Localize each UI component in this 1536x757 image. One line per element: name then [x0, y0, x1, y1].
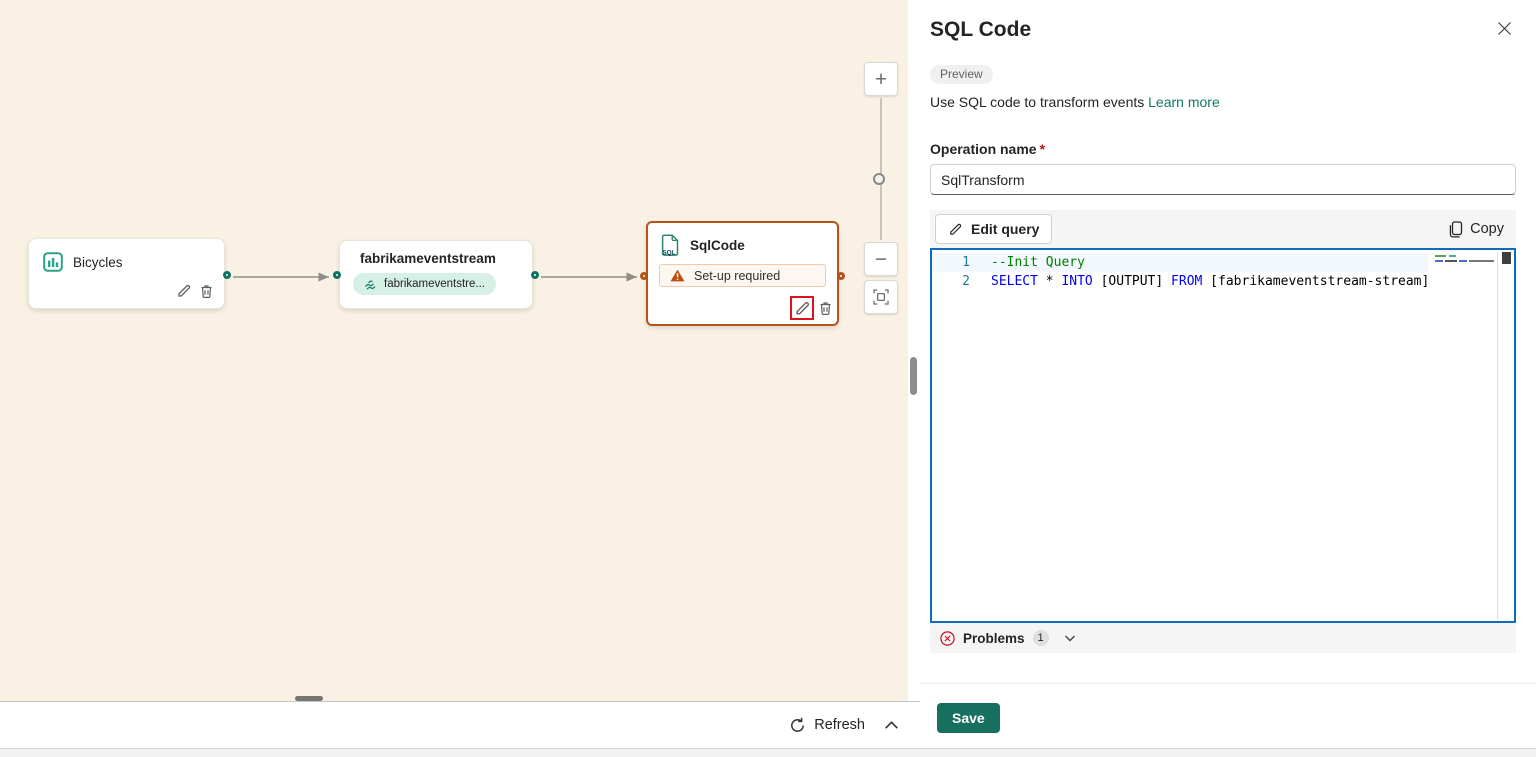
refresh-button[interactable]: Refresh	[789, 717, 865, 734]
zoom-slider-track	[880, 98, 882, 240]
node-eventstream[interactable]: fabrikameventstream fabrikameventstre...	[333, 240, 539, 309]
required-asterisk: *	[1039, 141, 1046, 157]
operation-name-label: Operation name*	[930, 141, 1046, 157]
output-port[interactable]	[837, 272, 845, 280]
code-line-2[interactable]: 2 SELECT * INTO [OUTPUT] FROM [fabrikame…	[932, 272, 1429, 291]
operation-name-input[interactable]	[930, 164, 1516, 195]
node-sqlcode[interactable]: SQL SqlCode Set-up required	[640, 221, 845, 326]
svg-text:SQL: SQL	[663, 250, 676, 257]
sql-code-panel: SQL Code Preview Use SQL code to transfo…	[920, 0, 1536, 748]
minimap-mark	[1449, 255, 1456, 257]
panel-title: SQL Code	[930, 18, 1032, 41]
bar-chart-icon	[43, 252, 63, 272]
minimap-mark	[1445, 260, 1457, 262]
sql-code-editor[interactable]: 1 --Init Query 2 SELECT * INTO [OUTPUT] …	[930, 248, 1516, 623]
error-icon	[940, 630, 955, 646]
chevron-up-icon[interactable]	[883, 717, 900, 734]
delete-node-icon[interactable]	[199, 283, 214, 299]
footer-divider	[920, 683, 1536, 684]
input-port[interactable]	[333, 271, 341, 279]
canvas-vertical-scrollbar[interactable]	[908, 0, 920, 701]
problems-label: Problems	[963, 630, 1025, 646]
setup-required-warning: Set-up required	[659, 264, 826, 287]
eventstream-canvas[interactable]: Bicycles fabrikameventstream fabrikameve…	[0, 0, 908, 701]
problems-bar[interactable]: Problems 1	[930, 623, 1516, 653]
zoom-in-button[interactable]: +	[864, 62, 898, 96]
minimap-mark	[1469, 260, 1494, 262]
warning-label: Set-up required	[694, 268, 781, 283]
warning-icon	[670, 269, 685, 282]
taskbar-strip	[0, 748, 1536, 757]
copy-button[interactable]: Copy	[1448, 220, 1504, 238]
stream-icon	[364, 277, 378, 291]
input-port[interactable]	[640, 272, 648, 280]
canvas-bottom-bar: Refresh	[0, 701, 920, 748]
chevron-down-icon[interactable]	[1063, 631, 1077, 645]
save-button[interactable]: Save	[937, 703, 1000, 733]
minimap-mark	[1435, 260, 1443, 262]
query-toolbar: Edit query Copy	[930, 210, 1516, 248]
output-port[interactable]	[223, 271, 231, 279]
line-number: 1	[962, 255, 970, 270]
zoom-slider-handle[interactable]	[873, 173, 885, 185]
node-title: SqlCode	[690, 238, 745, 253]
vertical-scrollbar-thumb[interactable]	[910, 357, 917, 395]
pencil-icon	[948, 222, 963, 237]
zoom-out-button[interactable]: −	[864, 242, 898, 276]
code-line-1[interactable]: 1 --Init Query	[932, 253, 1428, 272]
sql-document-icon: SQL	[660, 234, 680, 257]
refresh-icon	[789, 717, 806, 734]
fit-to-screen-button[interactable]	[864, 280, 898, 314]
copy-icon	[1448, 220, 1464, 238]
node-title: fabrikameventstream	[360, 251, 496, 266]
node-bicycles[interactable]: Bicycles	[28, 238, 231, 309]
edit-highlight-box	[790, 296, 814, 320]
preview-badge: Preview	[930, 65, 993, 84]
learn-more-link[interactable]: Learn more	[1148, 94, 1220, 110]
minimap-mark	[1459, 260, 1467, 262]
connection-edges	[233, 272, 637, 282]
editor-minimap[interactable]	[1432, 252, 1498, 619]
edit-query-button[interactable]: Edit query	[935, 214, 1053, 244]
horizontal-scrollbar-thumb[interactable]	[295, 696, 323, 701]
eventstream-pill[interactable]: fabrikameventstre...	[353, 273, 496, 295]
close-icon[interactable]	[1495, 19, 1513, 37]
node-title: Bicycles	[73, 254, 123, 270]
panel-description: Use SQL code to transform events Learn m…	[930, 94, 1220, 110]
edit-node-icon[interactable]	[176, 283, 192, 299]
minimap-mark	[1435, 255, 1446, 257]
line-number: 2	[962, 274, 970, 289]
problems-count-badge: 1	[1032, 630, 1049, 646]
output-port[interactable]	[531, 271, 539, 279]
pill-label: fabrikameventstre...	[384, 278, 485, 290]
refresh-label: Refresh	[814, 717, 865, 733]
overview-ruler-mark	[1502, 252, 1511, 264]
edit-node-icon[interactable]	[794, 300, 811, 317]
delete-node-icon[interactable]	[818, 300, 833, 316]
